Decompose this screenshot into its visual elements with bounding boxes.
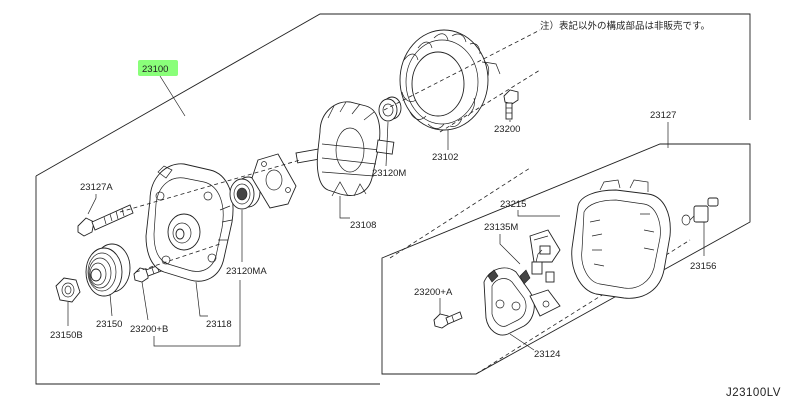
callout-bolt-a[interactable]: 23200+A [414, 287, 453, 298]
leader-pulley [109, 293, 113, 317]
callout-rotor[interactable]: 23108 [350, 220, 376, 231]
assembly-dashed-line-3 [383, 29, 541, 111]
callout-front-frame[interactable]: 23118 [206, 319, 232, 330]
callout-bolt[interactable]: 23200 [494, 124, 520, 135]
callout-brush-holder[interactable]: 23215 [500, 199, 526, 210]
note-text: 注）表記以外の構成部品は非販売です。 [540, 20, 710, 32]
brush-holder-part[interactable] [529, 229, 561, 263]
assembly-dashed-line-2 [135, 243, 221, 273]
callout-brush[interactable]: 23135M [484, 222, 518, 233]
pin-bolt-part[interactable] [77, 204, 134, 237]
assembly-callout-highlight [138, 60, 178, 76]
pulley-part[interactable] [85, 243, 131, 297]
diode-assembly-part[interactable] [483, 267, 561, 336]
stator-part[interactable] [399, 29, 501, 131]
leader-rear-bearing [385, 121, 389, 167]
leader-group-bottom [153, 280, 241, 347]
bolt-part[interactable] [503, 89, 519, 120]
leader-front-frame [195, 281, 208, 317]
callout-pin-bolt[interactable]: 23127A [80, 182, 113, 193]
leader-assembly [159, 75, 186, 117]
callout-front-bearing[interactable]: 23120MA [226, 266, 267, 277]
leader-brush [499, 234, 521, 265]
bearing-retainer-plate[interactable] [251, 153, 297, 209]
brush-part[interactable] [531, 249, 555, 283]
assembly-dashed-line-1 [119, 159, 301, 213]
leader-brush-holder [517, 210, 560, 217]
assembly-outline-left [35, 176, 380, 385]
leader-pin-bolt [87, 194, 97, 215]
front-frame-part[interactable] [145, 163, 234, 282]
pulley-nut-part[interactable] [55, 277, 81, 303]
assembly-outline [35, 13, 751, 177]
leader-bolt-b [141, 281, 149, 321]
leader-rotor [339, 196, 350, 219]
bolt-a-part[interactable] [433, 311, 463, 329]
rear-cover-part[interactable] [571, 179, 671, 299]
callout-stator[interactable]: 23102 [432, 152, 458, 163]
callout-bolt-b[interactable]: 23200+B [130, 324, 168, 335]
callout-diode-assembly[interactable]: 23124 [534, 349, 560, 360]
assembly-dashed-line-4 [439, 69, 541, 133]
rear-cover-subassembly-outline [381, 143, 751, 375]
callout-assembly[interactable]: 23100 [142, 64, 168, 75]
callout-pulley-nut[interactable]: 23150B [50, 330, 83, 341]
callout-rear-cover[interactable]: 23127 [650, 110, 676, 121]
callout-terminal[interactable]: 23156 [690, 261, 716, 272]
leader-diode-assembly [509, 333, 535, 351]
callout-rear-bearing[interactable]: 23120M [372, 168, 406, 179]
assembly-dashed-line-5 [389, 167, 531, 259]
rear-bearing-part[interactable] [378, 96, 402, 122]
diagram-code: J23100LV [726, 387, 781, 399]
rotor-part[interactable] [295, 101, 395, 197]
callout-pulley[interactable]: 23150 [96, 319, 122, 330]
terminal-part[interactable] [681, 197, 719, 226]
